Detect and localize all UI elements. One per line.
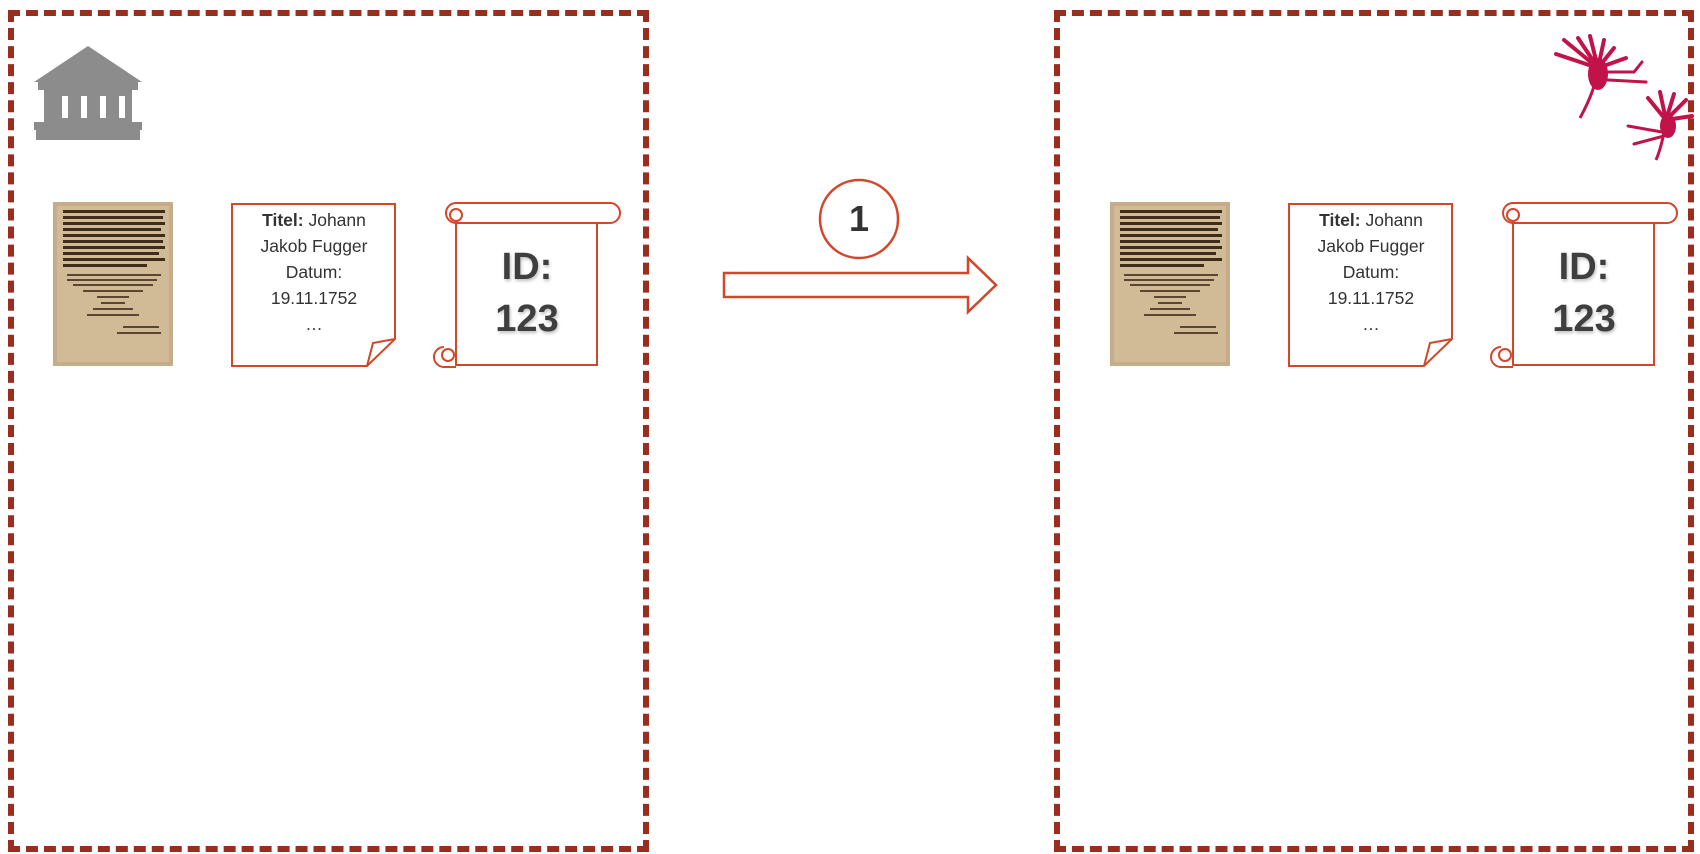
identifier-text: ID: 123 — [452, 241, 602, 345]
transfer-arrow — [722, 256, 998, 314]
title-value-cont: Jakob Fugger — [1317, 236, 1424, 256]
metadata-text: Titel: Johann Jakob Fugger Datum: 19.11.… — [232, 207, 396, 337]
ellipsis: … — [305, 314, 323, 334]
title-value-cont: Jakob Fugger — [260, 236, 367, 256]
title-value: Johann — [304, 210, 366, 230]
identifier-text: ID: 123 — [1509, 241, 1659, 345]
manuscript-page-thumbnail — [1110, 202, 1230, 366]
id-value: 123 — [1552, 298, 1615, 340]
id-value: 123 — [495, 298, 558, 340]
metadata-text: Titel: Johann Jakob Fugger Datum: 19.11.… — [1289, 207, 1453, 337]
title-label: Titel: — [262, 210, 304, 230]
dandelion-seeds-logo — [1552, 36, 1700, 160]
step-number: 1 — [818, 178, 900, 260]
museum-building-icon — [34, 46, 142, 140]
date-value: 19.11.1752 — [271, 288, 357, 308]
id-label: ID: — [502, 246, 553, 288]
title-value: Johann — [1361, 210, 1423, 230]
id-label: ID: — [1559, 246, 1610, 288]
manuscript-page-thumbnail — [53, 202, 173, 366]
date-value: 19.11.1752 — [1328, 288, 1414, 308]
date-label: Datum: — [286, 262, 342, 282]
ellipsis: … — [1362, 314, 1380, 334]
date-label: Datum: — [1343, 262, 1399, 282]
title-label: Titel: — [1319, 210, 1361, 230]
